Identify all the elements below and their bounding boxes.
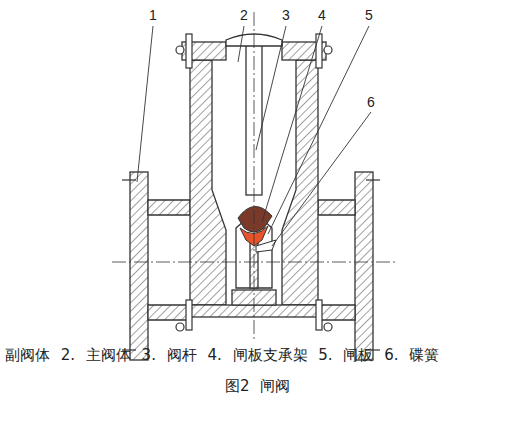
nut [176, 323, 184, 331]
flange-bolt [122, 179, 136, 180]
callout-number: 4 [317, 8, 327, 23]
figure-caption: 图2 闸阀 [225, 378, 290, 395]
nut [324, 46, 332, 54]
right-upper-wall [318, 200, 355, 215]
bolt [316, 300, 322, 330]
left-flange [130, 172, 148, 360]
leader-line [272, 112, 371, 246]
leader-line [256, 26, 286, 150]
nut [176, 46, 184, 54]
right-flange [355, 172, 373, 360]
leader-line [262, 26, 322, 222]
callout-number: 1 [148, 8, 158, 23]
callout-number: 5 [364, 8, 374, 23]
right-lower-wall [318, 305, 355, 320]
leader-line [137, 26, 153, 182]
centre-line [254, 12, 255, 340]
flange-bolt [366, 179, 380, 180]
left-lower-wall [148, 305, 190, 320]
left-upper-wall [148, 200, 190, 215]
leader-line [268, 26, 369, 234]
callout-number: 6 [366, 95, 376, 110]
nut [324, 323, 332, 331]
part-list: 副阀体 2. 主阀体 3. 阀杆 4. 闸板支承架 5. 闸板 6. 碟簧 [5, 347, 439, 364]
bolt [316, 34, 322, 68]
bolt [186, 300, 192, 330]
main-body-left [190, 60, 226, 305]
callout-number: 3 [281, 8, 291, 23]
bolt [186, 34, 192, 68]
disc-spring [256, 240, 276, 252]
centre-line [112, 262, 398, 263]
leader-line [238, 26, 244, 62]
callout-number: 2 [239, 8, 249, 23]
